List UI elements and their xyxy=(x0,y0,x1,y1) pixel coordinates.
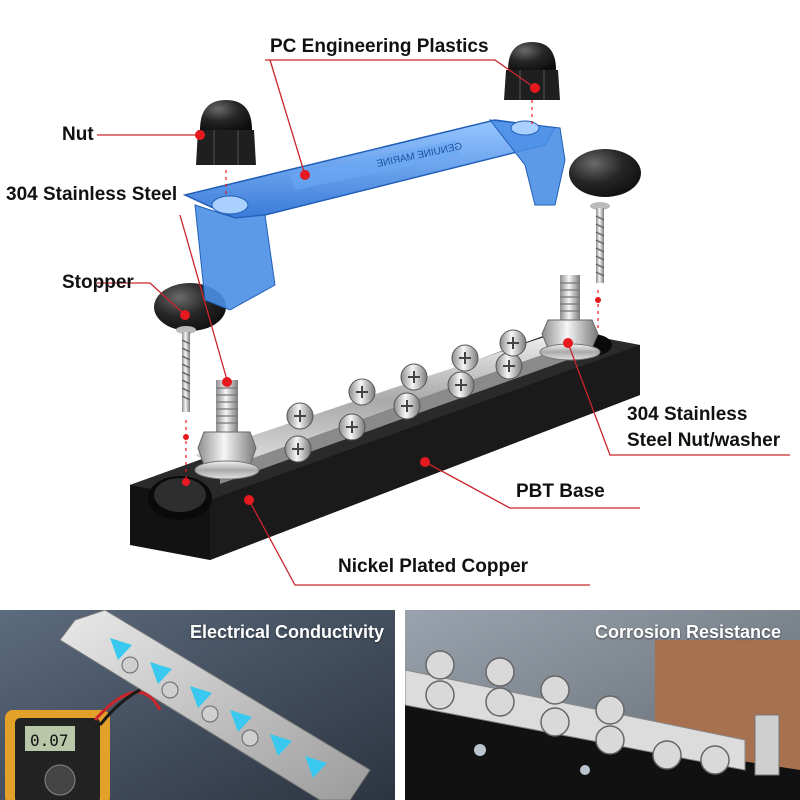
acorn-nut-left xyxy=(196,100,256,165)
exploded-diagram: GENUINE MARINE xyxy=(97,42,790,586)
stud-right xyxy=(539,275,601,361)
corrosion-illustration xyxy=(405,610,800,800)
label-pbt-base: PBT Base xyxy=(516,481,605,502)
conductivity-panel: 0.07 Electrical Conductivity xyxy=(0,610,395,800)
terminal-screws xyxy=(284,329,527,463)
flow-arrows xyxy=(110,638,327,778)
label-stopper: Stopper xyxy=(62,272,134,293)
label-nickel-copper: Nickel Plated Copper xyxy=(338,556,529,577)
conductivity-title: Electrical Conductivity xyxy=(190,622,385,642)
label-pc-plastics: PC Engineering Plastics xyxy=(270,36,489,57)
assembly-guides xyxy=(185,100,599,478)
meter-reading: 0.07 xyxy=(30,731,69,750)
callout-dots xyxy=(180,83,601,505)
multimeter xyxy=(5,688,162,800)
corrosion-panel: Corrosion Resistance xyxy=(405,610,800,800)
stud-left xyxy=(194,380,260,480)
pc-cover: GENUINE MARINE xyxy=(182,119,566,311)
label-nut-washer-1: 304 Stainless xyxy=(627,404,748,425)
conductivity-illustration: 0.07 xyxy=(0,610,395,800)
label-nut: Nut xyxy=(62,124,94,145)
label-stainless-steel: 304 Stainless Steel xyxy=(6,184,178,205)
label-nut-washer-2: Steel Nut/washer xyxy=(627,430,781,451)
leader-lines xyxy=(97,59,790,586)
stopper-right xyxy=(569,149,641,283)
corrosion-title: Corrosion Resistance xyxy=(595,622,782,642)
